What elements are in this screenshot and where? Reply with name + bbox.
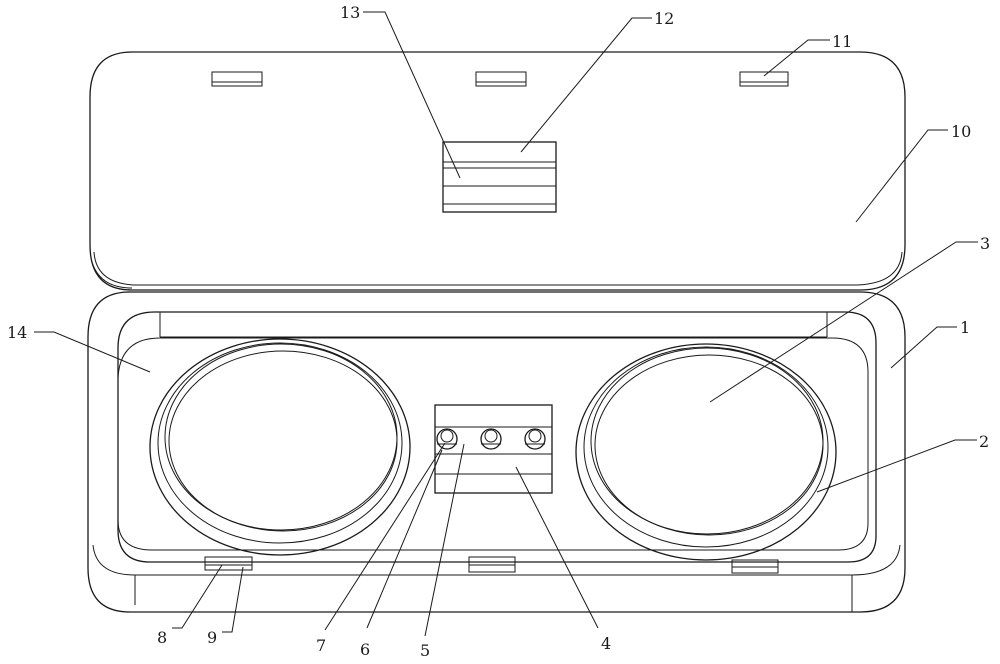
lid-outline — [89, 51, 906, 291]
right-lens-holder — [575, 343, 837, 561]
lid-clip-right — [739, 71, 789, 87]
label-12: 12 — [654, 9, 674, 28]
leader-lines — [34, 11, 978, 637]
knob-middle — [480, 428, 502, 450]
label-8: 8 — [157, 628, 167, 647]
base-latch-right — [731, 559, 779, 574]
label-3: 3 — [980, 234, 990, 253]
lid — [89, 51, 906, 291]
label-13: 13 — [340, 3, 360, 22]
label-2: 2 — [979, 432, 989, 451]
base-outline — [87, 291, 906, 613]
reference-numerals: 13 12 11 10 3 1 2 14 8 9 7 6 5 4 — [7, 3, 990, 660]
knob-right — [524, 428, 546, 450]
lid-bottom-edge — [93, 251, 903, 286]
base-latch-middle — [468, 556, 516, 573]
lid-bottom-edge-inner — [91, 261, 133, 289]
knob-left — [436, 428, 458, 450]
label-5: 5 — [420, 641, 430, 660]
center-bridge-block — [434, 404, 553, 494]
label-4: 4 — [601, 634, 611, 653]
lid-hinge-block — [442, 141, 557, 213]
lid-clip-left — [211, 71, 263, 87]
label-11: 11 — [832, 32, 852, 51]
left-lens-holder — [149, 338, 411, 556]
base-latch-left — [204, 556, 253, 571]
label-9: 9 — [207, 628, 217, 647]
label-6: 6 — [360, 640, 370, 659]
base-inner-wall — [117, 311, 877, 563]
label-10: 10 — [951, 122, 971, 141]
lid-clip-middle — [475, 71, 527, 87]
label-7: 7 — [316, 636, 326, 655]
label-1: 1 — [960, 318, 970, 337]
base — [87, 291, 906, 613]
tray-pocket — [117, 337, 869, 551]
label-14: 14 — [7, 323, 27, 342]
